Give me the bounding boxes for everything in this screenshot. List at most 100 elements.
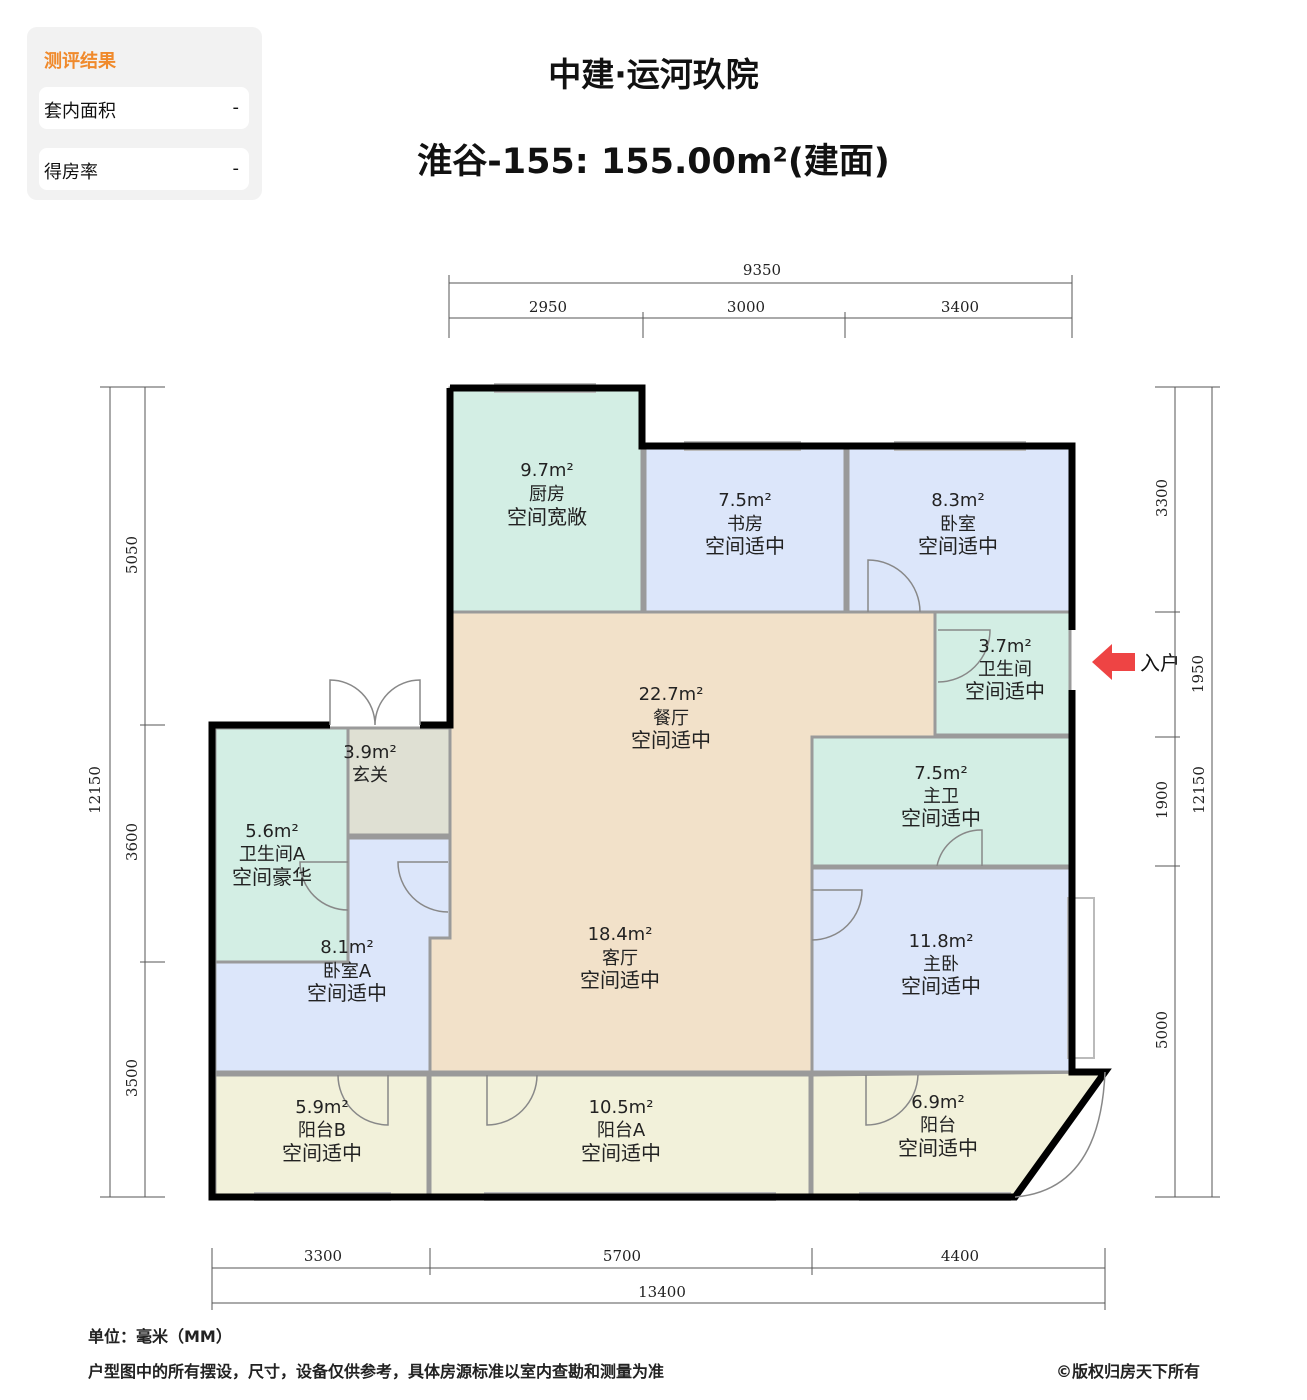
dim-left: 3500 [123,1059,141,1097]
room-label-text: 空间适中 [282,1141,362,1165]
room-label-text: 7.5m² [718,490,771,511]
room-label-text: 空间宽敞 [507,505,587,529]
room-bedroom-a [213,836,452,1074]
evaluation-title: 测评结果 [44,51,116,72]
room-label-text: 阳台 [920,1115,956,1136]
room-label-text: 空间适中 [631,728,711,752]
room-label-text: 5.9m² [295,1097,348,1118]
room-label-text: 空间适中 [581,1141,661,1165]
room-label-text: 10.5m² [589,1097,654,1118]
dim-right: 1900 [1153,781,1171,819]
room-label-text: 空间适中 [705,534,785,558]
room-label-text: 卫生间A [239,844,306,865]
room-label-text: 书房 [727,514,763,535]
room-label-text: 主卫 [923,786,959,807]
room-label-text: 卧室A [323,961,372,982]
room-master-bath [810,735,1072,868]
dim-right-total: 12150 [1190,766,1208,814]
inner-area-value: - [232,97,240,118]
room-label-text: 空间适中 [307,981,387,1005]
inner-area-row: 套内面积 - [39,87,249,129]
copyright: ©版权归房天下所有 [1055,1362,1200,1381]
dim-left-total: 12150 [86,766,104,814]
dim-top: 2950 [529,298,567,316]
door-arc [936,829,983,867]
dim-left: 5050 [123,536,141,574]
room-balcony-a [428,1073,812,1197]
balcony-curve [1014,1071,1106,1198]
efficiency-value: - [232,158,240,179]
room-label-text: 主卧 [923,954,959,975]
door-arc [397,861,449,913]
room-bathroom-a [213,726,350,964]
inner-area-label: 套内面积 [44,101,116,122]
room-label-text: 卧室 [940,514,976,535]
dim-top: 3000 [727,298,765,316]
entry-label: 入户 [1140,651,1180,675]
room-label-text: 阳台A [597,1120,646,1141]
room-label-text: 18.4m² [588,924,653,945]
room-label-text: 9.7m² [520,460,573,481]
room-label-text: 厨房 [529,484,565,505]
room-label-text: 客厅 [602,948,638,969]
door-arc [937,629,991,683]
dim-right: 3300 [1153,479,1171,517]
room-label-text: 3.9m² [343,742,396,763]
project-title: 中建·运河玖院 [548,55,759,94]
outer-wall [450,384,1076,630]
room-label-text: 空间适中 [898,1136,978,1160]
door-arc [867,559,921,613]
outer-wall [420,388,454,729]
efficiency-row: 得房率 - [39,148,249,190]
dim-left: 3600 [123,823,141,861]
room-label-text: 空间豪华 [232,865,312,889]
dim-top-total: 9350 [743,261,781,279]
room-label-text: 22.7m² [639,684,704,705]
room-label-text: 11.8m² [909,931,974,952]
dim-right: 1950 [1189,655,1207,693]
room-label-text: 5.6m² [245,821,298,842]
unit-note: 单位：毫米（MM） [88,1327,232,1346]
unit-subtitle: 淮谷-155: 155.00m²(建面) [417,142,890,182]
evaluation-card: 测评结果 套内面积 - 得房率 - [27,27,262,200]
room-label-text: 餐厅 [653,708,689,729]
room-label-text: 阳台B [298,1120,346,1141]
room-label-text: 8.1m² [320,937,373,958]
room-label-text: 卫生间 [978,659,1032,680]
dim-right: 5000 [1153,1011,1171,1049]
room-label-text: 8.3m² [931,490,984,511]
room-label-text: 3.7m² [978,636,1031,657]
dim-bottom-total: 13400 [638,1283,686,1301]
door-arc [299,861,349,911]
room-master-bedroom [810,866,1072,1074]
room-bathroom [933,610,1072,737]
entry-double-door [329,679,421,726]
disclaimer: 户型图中的所有摆设，尺寸，设备仅供参考，具体房源标准以室内查勘和测量为准 [88,1362,665,1381]
room-label-text: 空间适中 [918,534,998,558]
efficiency-label: 得房率 [44,162,98,183]
room-label-text: 空间适中 [901,974,981,998]
room-label-text: 玄关 [352,765,388,786]
dim-bottom: 3300 [304,1247,342,1265]
room-label-text: 空间适中 [965,679,1045,703]
door-arc [337,1074,389,1126]
room-label-text: 7.5m² [914,763,967,784]
room-label-text: 空间适中 [901,806,981,830]
room-label-text: 空间适中 [580,968,660,992]
dim-bottom: 5700 [603,1247,641,1265]
door-arc [865,1074,919,1126]
dim-top: 3400 [941,298,979,316]
